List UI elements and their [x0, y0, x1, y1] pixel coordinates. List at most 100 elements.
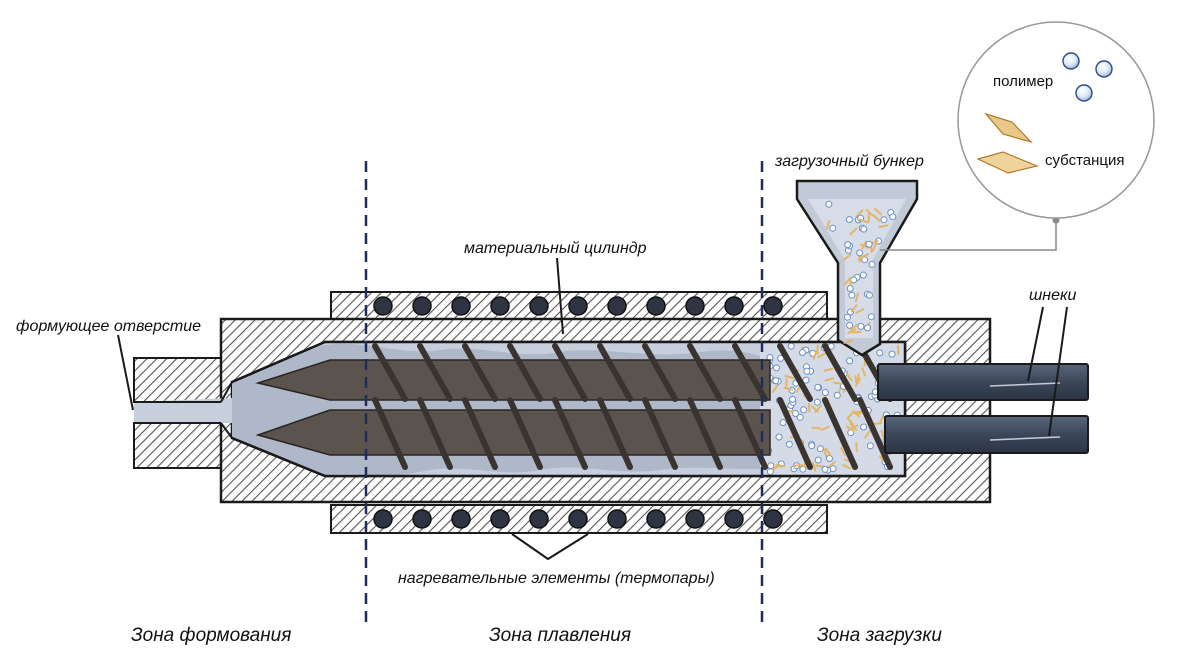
- screw-shaft-lower: [884, 415, 1089, 454]
- substance-particle: [861, 367, 867, 377]
- leader-die: [117, 334, 134, 411]
- substance-particle: [864, 430, 871, 439]
- heater-elements-top: [373, 296, 783, 316]
- polymer-particle: [803, 367, 811, 375]
- substance-particle: [843, 253, 852, 261]
- substance-particle: [823, 367, 834, 372]
- polymer-particle: [767, 462, 775, 470]
- substance-particle: [843, 277, 851, 286]
- screw-flight: [642, 343, 678, 402]
- polymer-particle: [867, 313, 875, 321]
- substance-particle: [825, 220, 831, 230]
- polymer-particle: [860, 225, 868, 233]
- polymer-particle: [772, 377, 780, 385]
- substance-particle: [855, 308, 865, 314]
- polymer-particle: [880, 216, 888, 224]
- polymer-particle: [889, 213, 897, 221]
- polymer-particle: [844, 313, 851, 321]
- polymer-particle: [848, 291, 856, 299]
- leader-screws-1: [1027, 306, 1044, 382]
- polymer-particle: [787, 342, 795, 350]
- screw-lower: [255, 409, 771, 456]
- substance-particle: [817, 352, 827, 359]
- screw-shaft-upper: [877, 363, 1089, 401]
- polymer-particle: [846, 357, 854, 365]
- substance-particle: [855, 209, 864, 217]
- zone-label-forming: Зона формования: [131, 625, 291, 646]
- substance-particle: [846, 417, 854, 426]
- label-die: формующее отверстие: [16, 318, 201, 335]
- polymer-particle: [865, 240, 873, 248]
- screw-flight: [507, 343, 543, 402]
- substance-particle: [784, 374, 795, 380]
- substance-crystal-icon: [976, 112, 1039, 174]
- substance-particle: [865, 209, 874, 217]
- screw-flight: [597, 343, 633, 402]
- screw-flight: [462, 343, 498, 402]
- polymer-particle: [856, 249, 864, 257]
- screw-flight: [372, 343, 408, 402]
- feed-hopper: [795, 179, 919, 357]
- substance-particle: [850, 323, 859, 331]
- screw-flight: [777, 343, 813, 402]
- substance-particle: [859, 243, 870, 249]
- polymer-particle: [845, 216, 853, 223]
- label-heaters: нагревательные элементы (термопары): [398, 570, 715, 587]
- substance-particle: [824, 447, 832, 457]
- substance-particle: [849, 227, 858, 236]
- screw-flight: [857, 397, 893, 470]
- substance-particle: [783, 386, 794, 391]
- screw-flight: [822, 397, 858, 470]
- polymer-particle: [802, 376, 810, 384]
- screw-flight: [417, 397, 453, 470]
- screw-flight: [597, 397, 633, 470]
- polymer-particle: [789, 395, 796, 403]
- substance-particle: [843, 339, 853, 344]
- substance-particle: [812, 462, 817, 472]
- legend-callout: полимер субстанция: [957, 21, 1155, 219]
- leader-heaters: [511, 533, 589, 561]
- polymer-particle: [833, 391, 841, 399]
- polymer-particle: [816, 445, 824, 453]
- substance-particle: [827, 460, 836, 468]
- polymer-particle: [868, 260, 876, 268]
- screw-flight: [552, 343, 588, 402]
- screw-flight: [417, 343, 453, 402]
- label-hopper: загрузочный бункер: [774, 153, 924, 170]
- polymer-particle: [860, 423, 868, 431]
- substance-particle: [874, 207, 883, 216]
- legend-polymer-label: полимер: [993, 73, 1053, 90]
- polymer-particle: [779, 419, 787, 427]
- substance-particle: [841, 464, 852, 470]
- substance-particle: [849, 423, 858, 431]
- substance-particle: [823, 449, 828, 459]
- substance-particle: [848, 276, 852, 287]
- substance-particle: [846, 425, 855, 433]
- die-plate-top: [133, 357, 222, 403]
- leader-barrel: [556, 257, 564, 335]
- label-screws: шнеки: [1029, 287, 1077, 304]
- substance-particle: [872, 241, 878, 252]
- polymer-particle: [800, 406, 808, 414]
- screw-flight: [642, 397, 678, 470]
- polymer-particle: [876, 349, 884, 357]
- leader-screws-2: [1048, 306, 1068, 437]
- screw-flight: [687, 397, 723, 470]
- zone-label-melting: Зона плавления: [489, 625, 631, 646]
- polymer-particle: [846, 321, 854, 329]
- screw-flight: [732, 343, 768, 402]
- substance-particle: [847, 410, 855, 419]
- polymer-particle: [808, 442, 816, 450]
- substance-particle: [847, 328, 857, 334]
- screw-flight: [732, 397, 768, 470]
- screw-flight: [687, 343, 723, 402]
- leader-legend: [880, 220, 1057, 251]
- substance-particle: [845, 372, 853, 382]
- substance-particle: [814, 405, 822, 413]
- polymer-particle: [888, 350, 896, 358]
- polymer-particle-icon: [1062, 52, 1113, 102]
- polymer-particle: [814, 383, 822, 391]
- polymer-particle: [821, 389, 829, 396]
- polymer-particle: [775, 433, 783, 441]
